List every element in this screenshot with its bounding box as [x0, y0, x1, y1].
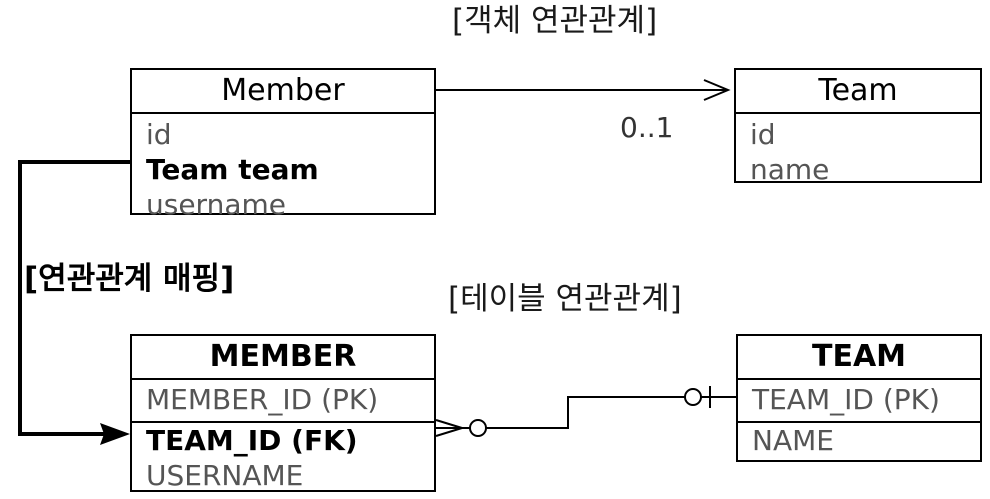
multiplicity-label: 0..1	[620, 111, 674, 144]
member-side-zero-circle	[469, 419, 487, 437]
team-field-id: id	[750, 118, 776, 151]
relation-line	[486, 396, 685, 429]
team-table-name: TEAM	[738, 336, 980, 380]
member-table-username: USERNAME	[146, 459, 304, 492]
team-entity-name: Team	[736, 70, 980, 114]
member-table-fk: TEAM_ID (FK)	[146, 424, 358, 457]
team-side-zero-circle	[684, 388, 702, 406]
crowfoot-bottom	[435, 427, 463, 437]
team-field-name: name	[750, 153, 830, 186]
member-entity-box: Member id Team team username	[130, 68, 436, 221]
member-field-username: username	[146, 188, 286, 221]
table-relation-title: [테이블 연관관계]	[448, 281, 682, 317]
team-table-name-col: NAME	[752, 424, 834, 457]
mapping-arrowhead	[100, 423, 130, 445]
member-field-team: Team team	[146, 153, 319, 186]
member-table-name: MEMBER	[132, 336, 434, 380]
member-field-id: id	[146, 118, 172, 151]
team-entity-box: Team id name	[734, 68, 982, 186]
team-table-pk: TEAM_ID (PK)	[752, 383, 940, 416]
association-arrowhead	[703, 79, 731, 101]
team-table-box: TEAM TEAM_ID (PK) NAME	[736, 334, 982, 462]
member-table-pk: MEMBER_ID (PK)	[146, 383, 379, 416]
member-table-box: MEMBER MEMBER_ID (PK) TEAM_ID (FK) USERN…	[130, 334, 436, 492]
mapping-arrow-line	[18, 160, 132, 436]
crowfoot-top	[435, 419, 463, 429]
member-entity-name: Member	[132, 70, 434, 114]
object-relation-title: [객체 연관관계]	[452, 3, 658, 39]
mapping-label: [연관관계 매핑]	[24, 261, 235, 297]
